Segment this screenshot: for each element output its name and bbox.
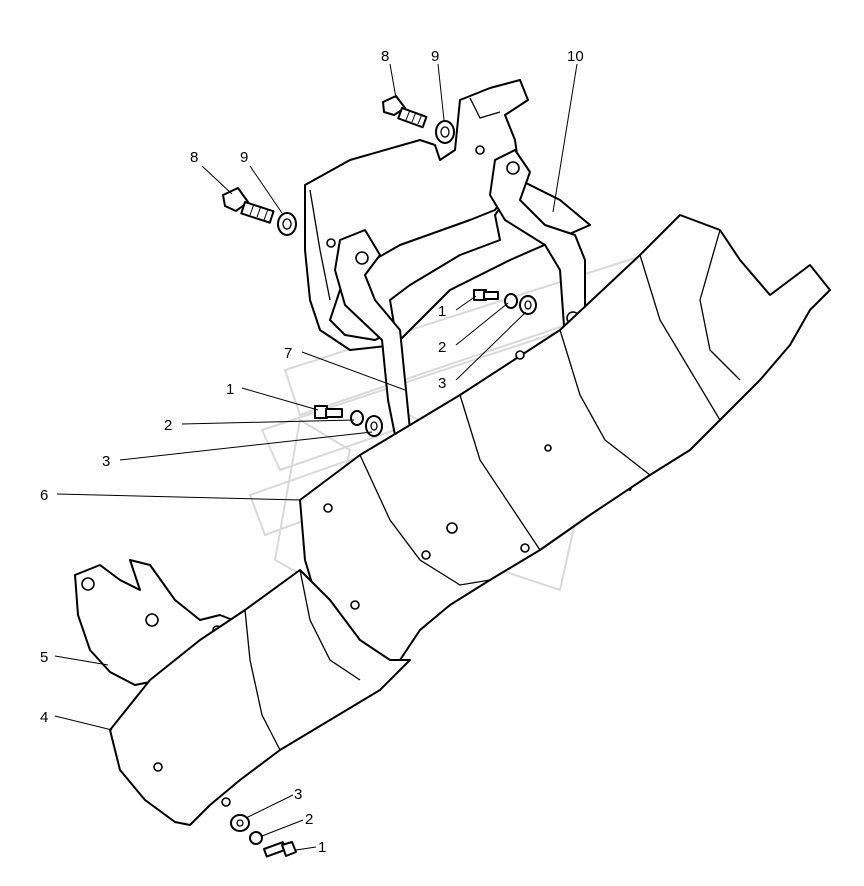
callout-6: 6 <box>40 487 48 504</box>
callout-7: 7 <box>284 345 292 362</box>
callout-9-lower: 9 <box>240 149 248 166</box>
callout-8-lower: 8 <box>190 149 198 166</box>
bolt-8-upper <box>382 95 428 129</box>
callout-1-middle: 1 <box>226 381 234 398</box>
callout-3-middle: 3 <box>102 453 110 470</box>
callout-2-lower: 2 <box>305 811 313 828</box>
callout-4: 4 <box>40 709 48 726</box>
callout-5: 5 <box>40 649 48 666</box>
bolt-8-lower <box>222 187 275 224</box>
washer-9-lower <box>277 212 297 236</box>
callout-9-upper: 9 <box>431 48 439 65</box>
leader-lines <box>54 63 578 851</box>
callout-2-middle: 2 <box>164 417 172 434</box>
callout-3-upper: 3 <box>438 375 446 392</box>
fastener-set-upper <box>473 289 537 315</box>
callout-10: 10 <box>567 48 584 65</box>
fastener-set-middle <box>314 405 383 437</box>
callout-1-lower: 1 <box>318 839 326 856</box>
heat-shield-6 <box>299 214 831 661</box>
callout-3-lower: 3 <box>294 786 302 803</box>
callout-2-upper: 2 <box>438 339 446 356</box>
callout-1-upper: 1 <box>438 303 446 320</box>
callout-labels: 8 9 10 8 9 1 2 3 7 1 2 3 6 5 4 3 2 1 <box>40 48 584 856</box>
mounting-bracket-plate <box>304 79 591 351</box>
fastener-set-lower <box>230 814 297 858</box>
heat-shield-4 <box>109 569 411 826</box>
callout-8-upper: 8 <box>381 48 389 65</box>
washer-9-upper <box>435 120 455 144</box>
